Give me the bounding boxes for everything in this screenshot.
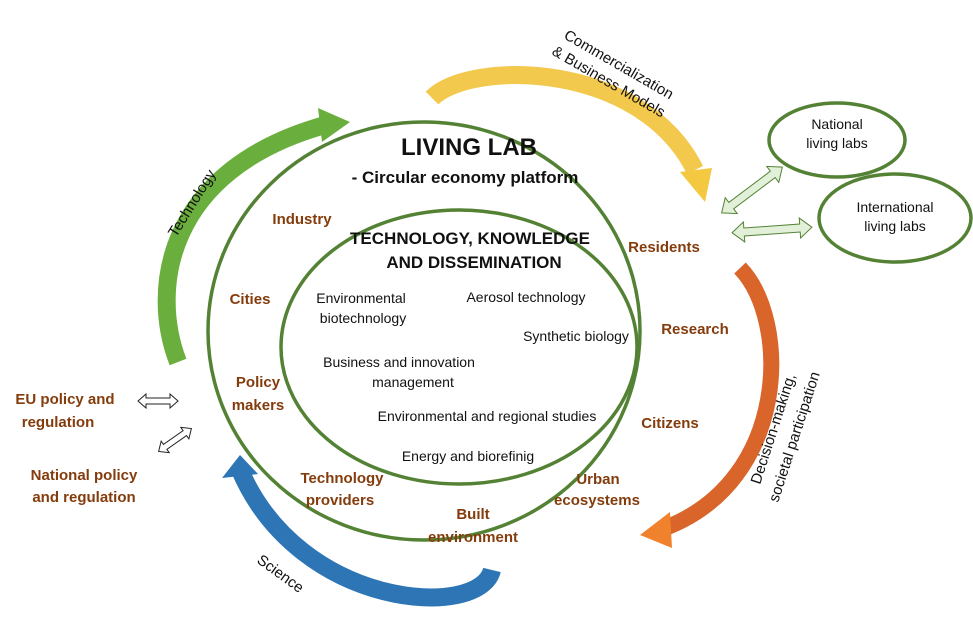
international-link-arrow (731, 217, 813, 243)
international-labs-label-1: International (856, 199, 933, 215)
stakeholder-technology-providers-1: Technology (300, 470, 384, 487)
technology-knowledge-ellipse (279, 208, 639, 486)
national-link-arrow (721, 165, 783, 215)
stakeholder-cities: Cities (230, 291, 271, 308)
stakeholder-urban-ecosystems-2: ecosystems (554, 492, 640, 509)
living-lab-subtitle: - Circular economy platform (352, 168, 579, 187)
living-lab-title: LIVING LAB (401, 134, 537, 161)
living-lab-ellipse (206, 120, 642, 542)
international-labs-label-2: living labs (864, 218, 925, 234)
stakeholder-residents: Residents (628, 239, 700, 256)
eu-policy-label-2: regulation (22, 414, 95, 431)
stakeholder-urban-ecosystems-1: Urban (576, 471, 619, 488)
stakeholder-research: Research (661, 321, 729, 338)
decision-arrow (640, 262, 780, 548)
inner-item-business-2: management (372, 374, 454, 390)
stakeholder-technology-providers-2: providers (306, 492, 374, 509)
eu-policy-label-1: EU policy and (15, 391, 114, 408)
commercialization-arrow (425, 66, 712, 202)
national-policy-link-arrow (157, 426, 193, 454)
eu-policy-link-arrow (137, 392, 179, 410)
international-living-labs-ellipse (817, 172, 973, 264)
national-labs-label-2: living labs (806, 135, 867, 151)
inner-item-energy: Energy and biorefinig (402, 448, 534, 464)
technology-arrow (157, 108, 350, 366)
inner-item-env-regional: Environmental and regional studies (378, 408, 597, 424)
inner-title-2: AND DISSEMINATION (386, 253, 561, 272)
inner-item-business-1: Business and innovation (323, 354, 475, 370)
inner-item-env-biotech-1: Environmental (316, 290, 406, 306)
national-policy-label-2: and regulation (32, 489, 135, 506)
science-arrow (222, 455, 501, 607)
inner-item-synthetic-biology: Synthetic biology (523, 328, 629, 344)
stakeholder-built-environment-1: Built (456, 506, 489, 523)
inner-title-1: TECHNOLOGY, KNOWLEDGE (350, 229, 590, 248)
inner-item-env-biotech-2: biotechnology (320, 310, 406, 326)
stakeholder-policy-makers-1: Policy (236, 374, 281, 391)
stakeholder-industry: Industry (272, 211, 332, 228)
stakeholder-policy-makers-2: makers (232, 397, 285, 414)
stakeholder-citizens: Citizens (641, 415, 699, 432)
inner-item-aerosol: Aerosol technology (466, 289, 585, 305)
stakeholder-built-environment-2: environment (428, 529, 518, 546)
national-labs-label-1: National (811, 116, 862, 132)
national-policy-label-1: National policy (31, 467, 138, 484)
national-living-labs-ellipse (767, 101, 907, 179)
